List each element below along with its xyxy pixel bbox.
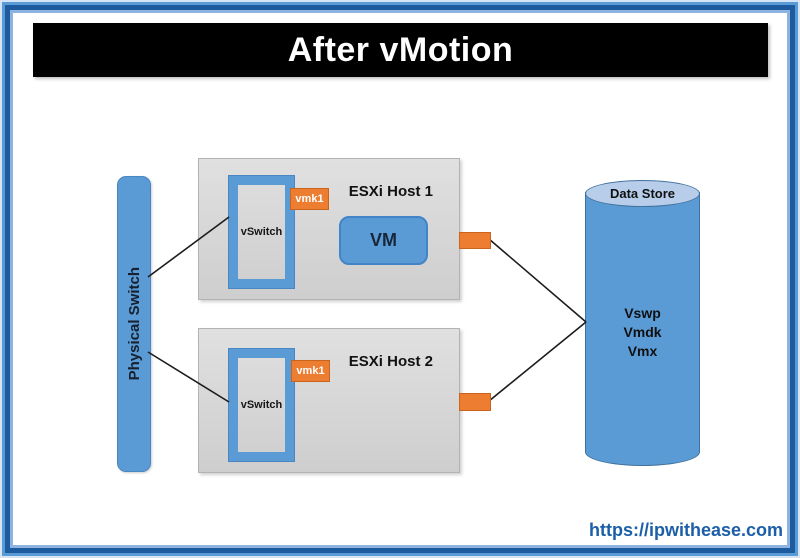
line-host2-to-datastore	[488, 321, 587, 402]
vswitch-host2-shape: vSwitch	[228, 348, 295, 462]
datastore-cylinder-body: Vswp Vmdk Vmx	[585, 192, 700, 466]
line-host1-to-datastore	[488, 238, 587, 323]
datastore-files-list: Vswp Vmdk Vmx	[586, 304, 699, 361]
uplink-port-host2	[459, 393, 491, 411]
datastore-label: Data Store	[609, 186, 676, 201]
vm-label: VM	[370, 230, 397, 250]
vmk1-host1-label: vmk1	[295, 193, 324, 205]
esxi-host-1-label: ESXi Host 1	[348, 183, 433, 200]
physical-switch-label: Physical Switch	[125, 267, 143, 381]
vswitch-host2-label: vSwitch	[240, 399, 283, 411]
datastore-file-vswp: Vswp	[624, 305, 661, 321]
vmk1-host2-label: vmk1	[296, 365, 325, 377]
vswitch-host1-label: vSwitch	[240, 226, 283, 238]
vswitch-host1-inner: vSwitch	[238, 185, 285, 279]
uplink-port-host1	[459, 232, 491, 249]
datastore-cylinder-top: Data Store	[585, 180, 700, 207]
title-banner: After vMotion	[33, 23, 768, 77]
page-title: After vMotion	[287, 30, 514, 69]
watermark-link[interactable]: https://ipwithease.com	[588, 520, 783, 540]
vswitch-host1-shape: vSwitch	[228, 175, 295, 289]
vm-shape: VM	[339, 216, 428, 265]
vmk1-badge-host2: vmk1	[291, 360, 330, 382]
datastore-file-vmdk: Vmdk	[623, 324, 662, 340]
vmk1-badge-host1: vmk1	[290, 188, 329, 210]
datastore-cylinder: Vswp Vmdk Vmx Data Store	[585, 180, 700, 467]
physical-switch-shape: Physical Switch	[117, 176, 151, 472]
vswitch-host2-inner: vSwitch	[238, 358, 285, 452]
datastore-file-vmx: Vmx	[627, 343, 658, 359]
esxi-host-2-label: ESXi Host 2	[348, 353, 433, 370]
